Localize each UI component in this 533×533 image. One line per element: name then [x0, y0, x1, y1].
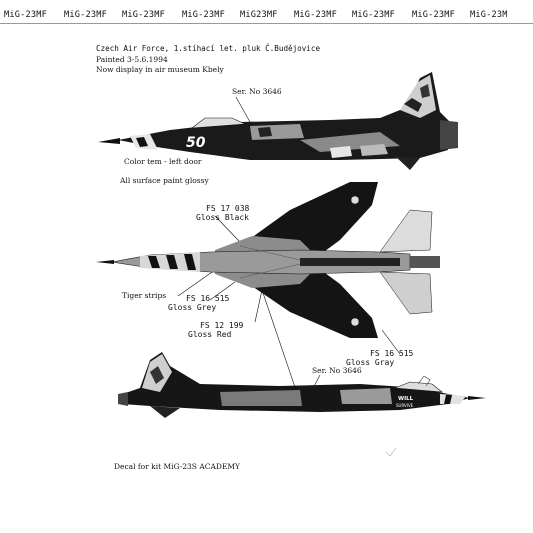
header-label: MiG-23MF — [122, 10, 165, 20]
header-label: MiG-23MF — [294, 10, 337, 20]
header-strip: MiG-23MF MiG-23MF MiG-23MF MiG-23MF MiG2… — [0, 2, 533, 24]
leader-line — [261, 289, 301, 403]
fs-black-name: Gloss Black — [196, 213, 249, 222]
page-title: Czech Air Force, 1.stíhací let. pluk Č.B… — [96, 44, 321, 53]
header-label: MiG-23MF — [64, 10, 107, 20]
leader-line — [177, 269, 216, 297]
header-label: MiG-23MF — [412, 10, 455, 20]
side-profile-top: 50 — [98, 72, 458, 170]
fs-red-name: Gloss Red — [188, 330, 232, 339]
tail-text-survive: SURVIVE — [396, 403, 414, 408]
fs-black-code: FS 17 038 — [206, 204, 250, 213]
painted-date: Painted 3-5.6.1994 — [96, 55, 168, 64]
display-note: Now display in air museum Kbely — [96, 65, 224, 74]
leader-line — [235, 96, 251, 123]
fs-grey-name: Gloss Grey — [168, 303, 217, 312]
leader-line — [254, 289, 263, 323]
decal-kit-note: Decal for kit MiG-23S ACADEMY — [114, 462, 241, 471]
fs-gray-name: Gloss Gray — [346, 358, 395, 367]
side-profile-bottom: WILL SURVIVE — [118, 352, 486, 418]
fs-red-code: FS 12 199 — [200, 321, 244, 330]
nose-number: 50 — [186, 135, 206, 151]
header-label: MiG-23MF — [4, 10, 47, 20]
leader-line — [209, 281, 236, 301]
header-label: MiG-23M — [470, 10, 508, 20]
header-label: MiG23MF — [240, 10, 278, 20]
tiger-strips-label: Tiger strips — [122, 291, 167, 300]
header-label: MiG-23MF — [352, 10, 395, 20]
fs-grey-code: FS 16 515 — [186, 294, 230, 303]
top-view — [96, 182, 440, 403]
color-term-note: Color tem - left door — [124, 157, 202, 166]
header-label: MiG-23MF — [182, 10, 225, 20]
leader-line — [381, 329, 401, 355]
tail-text-will: WILL — [398, 396, 414, 402]
fs-gray-code: FS 16 515 — [370, 349, 414, 358]
leader-line — [214, 215, 241, 243]
ser-no-bottom: Ser. No 3646 — [312, 366, 362, 375]
ser-no-top: Ser. No 3646 — [232, 87, 282, 96]
surface-note: All surface paint glossy — [120, 176, 209, 185]
header-divider — [0, 23, 533, 24]
